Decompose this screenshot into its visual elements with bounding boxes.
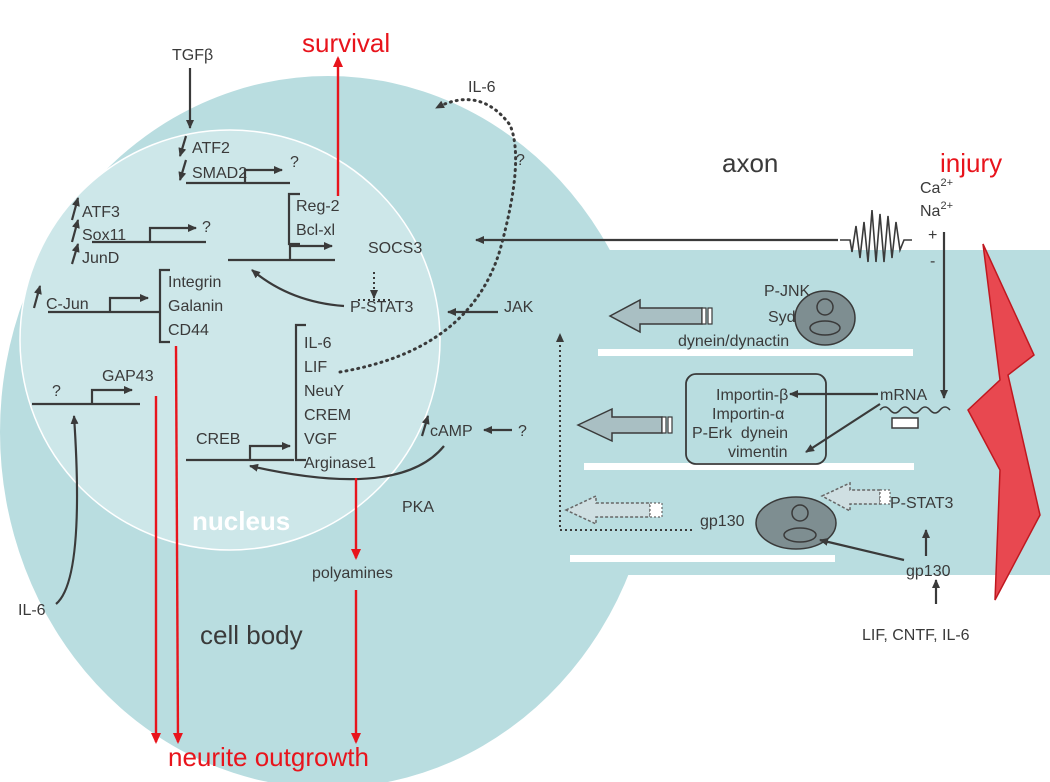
microtubule-2 — [584, 463, 914, 470]
regulation-arrows — [32, 135, 430, 437]
perk-dynein-label: P-Erk dynein — [692, 425, 788, 442]
pstat3-axon-label: P-STAT3 — [890, 495, 954, 512]
neuy-label: NeuY — [304, 383, 344, 400]
brackets — [158, 192, 306, 462]
unknown-label-gap: ? — [52, 383, 61, 400]
axon-label: axon — [722, 148, 778, 178]
injury-bolt-icon — [967, 243, 1041, 601]
cargo-complex-box — [685, 373, 827, 465]
neurite-outgrowth-label: neurite outgrowth — [168, 742, 369, 772]
syd-label: Syd — [768, 309, 796, 326]
unknown-label-camp: ? — [518, 423, 527, 440]
pka-label: PKA — [402, 499, 434, 516]
microtubule-tracks — [570, 349, 914, 562]
unknown-label-top: ? — [516, 152, 525, 169]
calcium-label: Ca2+ — [920, 177, 953, 197]
dynein-motor-2 — [755, 496, 837, 550]
bclxl-label: Bcl-xl — [296, 222, 335, 239]
importin-beta-label: Importin-β — [716, 387, 788, 404]
smad2-label: SMAD2 — [192, 165, 247, 182]
reg2-label: Reg-2 — [296, 198, 340, 215]
cytokines-label: LIF, CNTF, IL-6 — [862, 627, 970, 644]
integrin-label: Integrin — [168, 274, 221, 291]
red-outcome-arrows — [151, 56, 361, 744]
mrna-label: mRNA — [880, 387, 927, 404]
atf2-label: ATF2 — [192, 140, 230, 157]
il6-secreted-label: IL-6 — [468, 79, 496, 96]
unknown-label-smad: ? — [290, 154, 299, 171]
mrna-icon — [879, 406, 951, 429]
microtubule-3 — [570, 555, 835, 562]
unknown-label-atf3: ? — [202, 219, 211, 236]
vimentin-label: vimentin — [728, 444, 788, 461]
vgf-label: VGF — [304, 431, 337, 448]
cjun-label: C-Jun — [46, 296, 89, 313]
dynein-motor-1 — [794, 290, 856, 346]
polyamines-label: polyamines — [312, 565, 393, 582]
minus-label: - — [930, 253, 935, 270]
creb-label: CREB — [196, 431, 240, 448]
nucleus-label: nucleus — [192, 506, 290, 536]
dotted-paths — [338, 98, 692, 531]
gp130-membrane-label: gp130 — [906, 563, 951, 580]
retrograde-arrow-4 — [820, 481, 881, 513]
pstat3-nucleus-label: P-STAT3 — [350, 299, 414, 316]
arginase1-label: Arginase1 — [304, 455, 376, 472]
gene-promoter-lines — [32, 166, 335, 462]
il6-bottom-label: IL-6 — [18, 602, 46, 619]
cell-body-label: cell body — [200, 620, 303, 650]
dynein-dynactin-label: dynein/dynactin — [678, 333, 789, 350]
sodium-label: Na2+ — [920, 200, 953, 220]
camp-label: cAMP — [430, 423, 473, 440]
jak-label: JAK — [504, 299, 534, 316]
tgfb-label: TGFβ — [172, 47, 213, 64]
signaling-arrows — [55, 68, 948, 605]
jund-label: JunD — [82, 250, 119, 267]
action-potential-icon — [840, 209, 912, 263]
cell-shape — [0, 76, 1050, 782]
cd44-label: CD44 — [168, 322, 209, 339]
microtubule-1 — [598, 349, 913, 356]
atf3-label: ATF3 — [82, 204, 120, 221]
nucleus-shape — [19, 129, 441, 551]
gap43-label: GAP43 — [102, 368, 154, 385]
injury-label: injury — [940, 148, 1002, 178]
gp130-axon-label: gp130 — [700, 513, 745, 530]
plus-label: + — [928, 227, 937, 244]
socs3-label: SOCS3 — [368, 240, 422, 257]
transport-arrows — [564, 298, 891, 526]
galanin-label: Galanin — [168, 298, 223, 315]
sox11-label: Sox11 — [82, 227, 126, 244]
pjnk-label: P-JNK — [764, 283, 811, 300]
labels: TGFβ survival IL-6 ? axon injury Ca2+ Na… — [18, 28, 1002, 772]
importin-alpha-label: Importin-α — [712, 406, 784, 423]
il6-gene-label: IL-6 — [304, 335, 332, 352]
survival-label: survival — [302, 28, 390, 58]
crem-label: CREM — [304, 407, 351, 424]
lif-label: LIF — [304, 359, 327, 376]
